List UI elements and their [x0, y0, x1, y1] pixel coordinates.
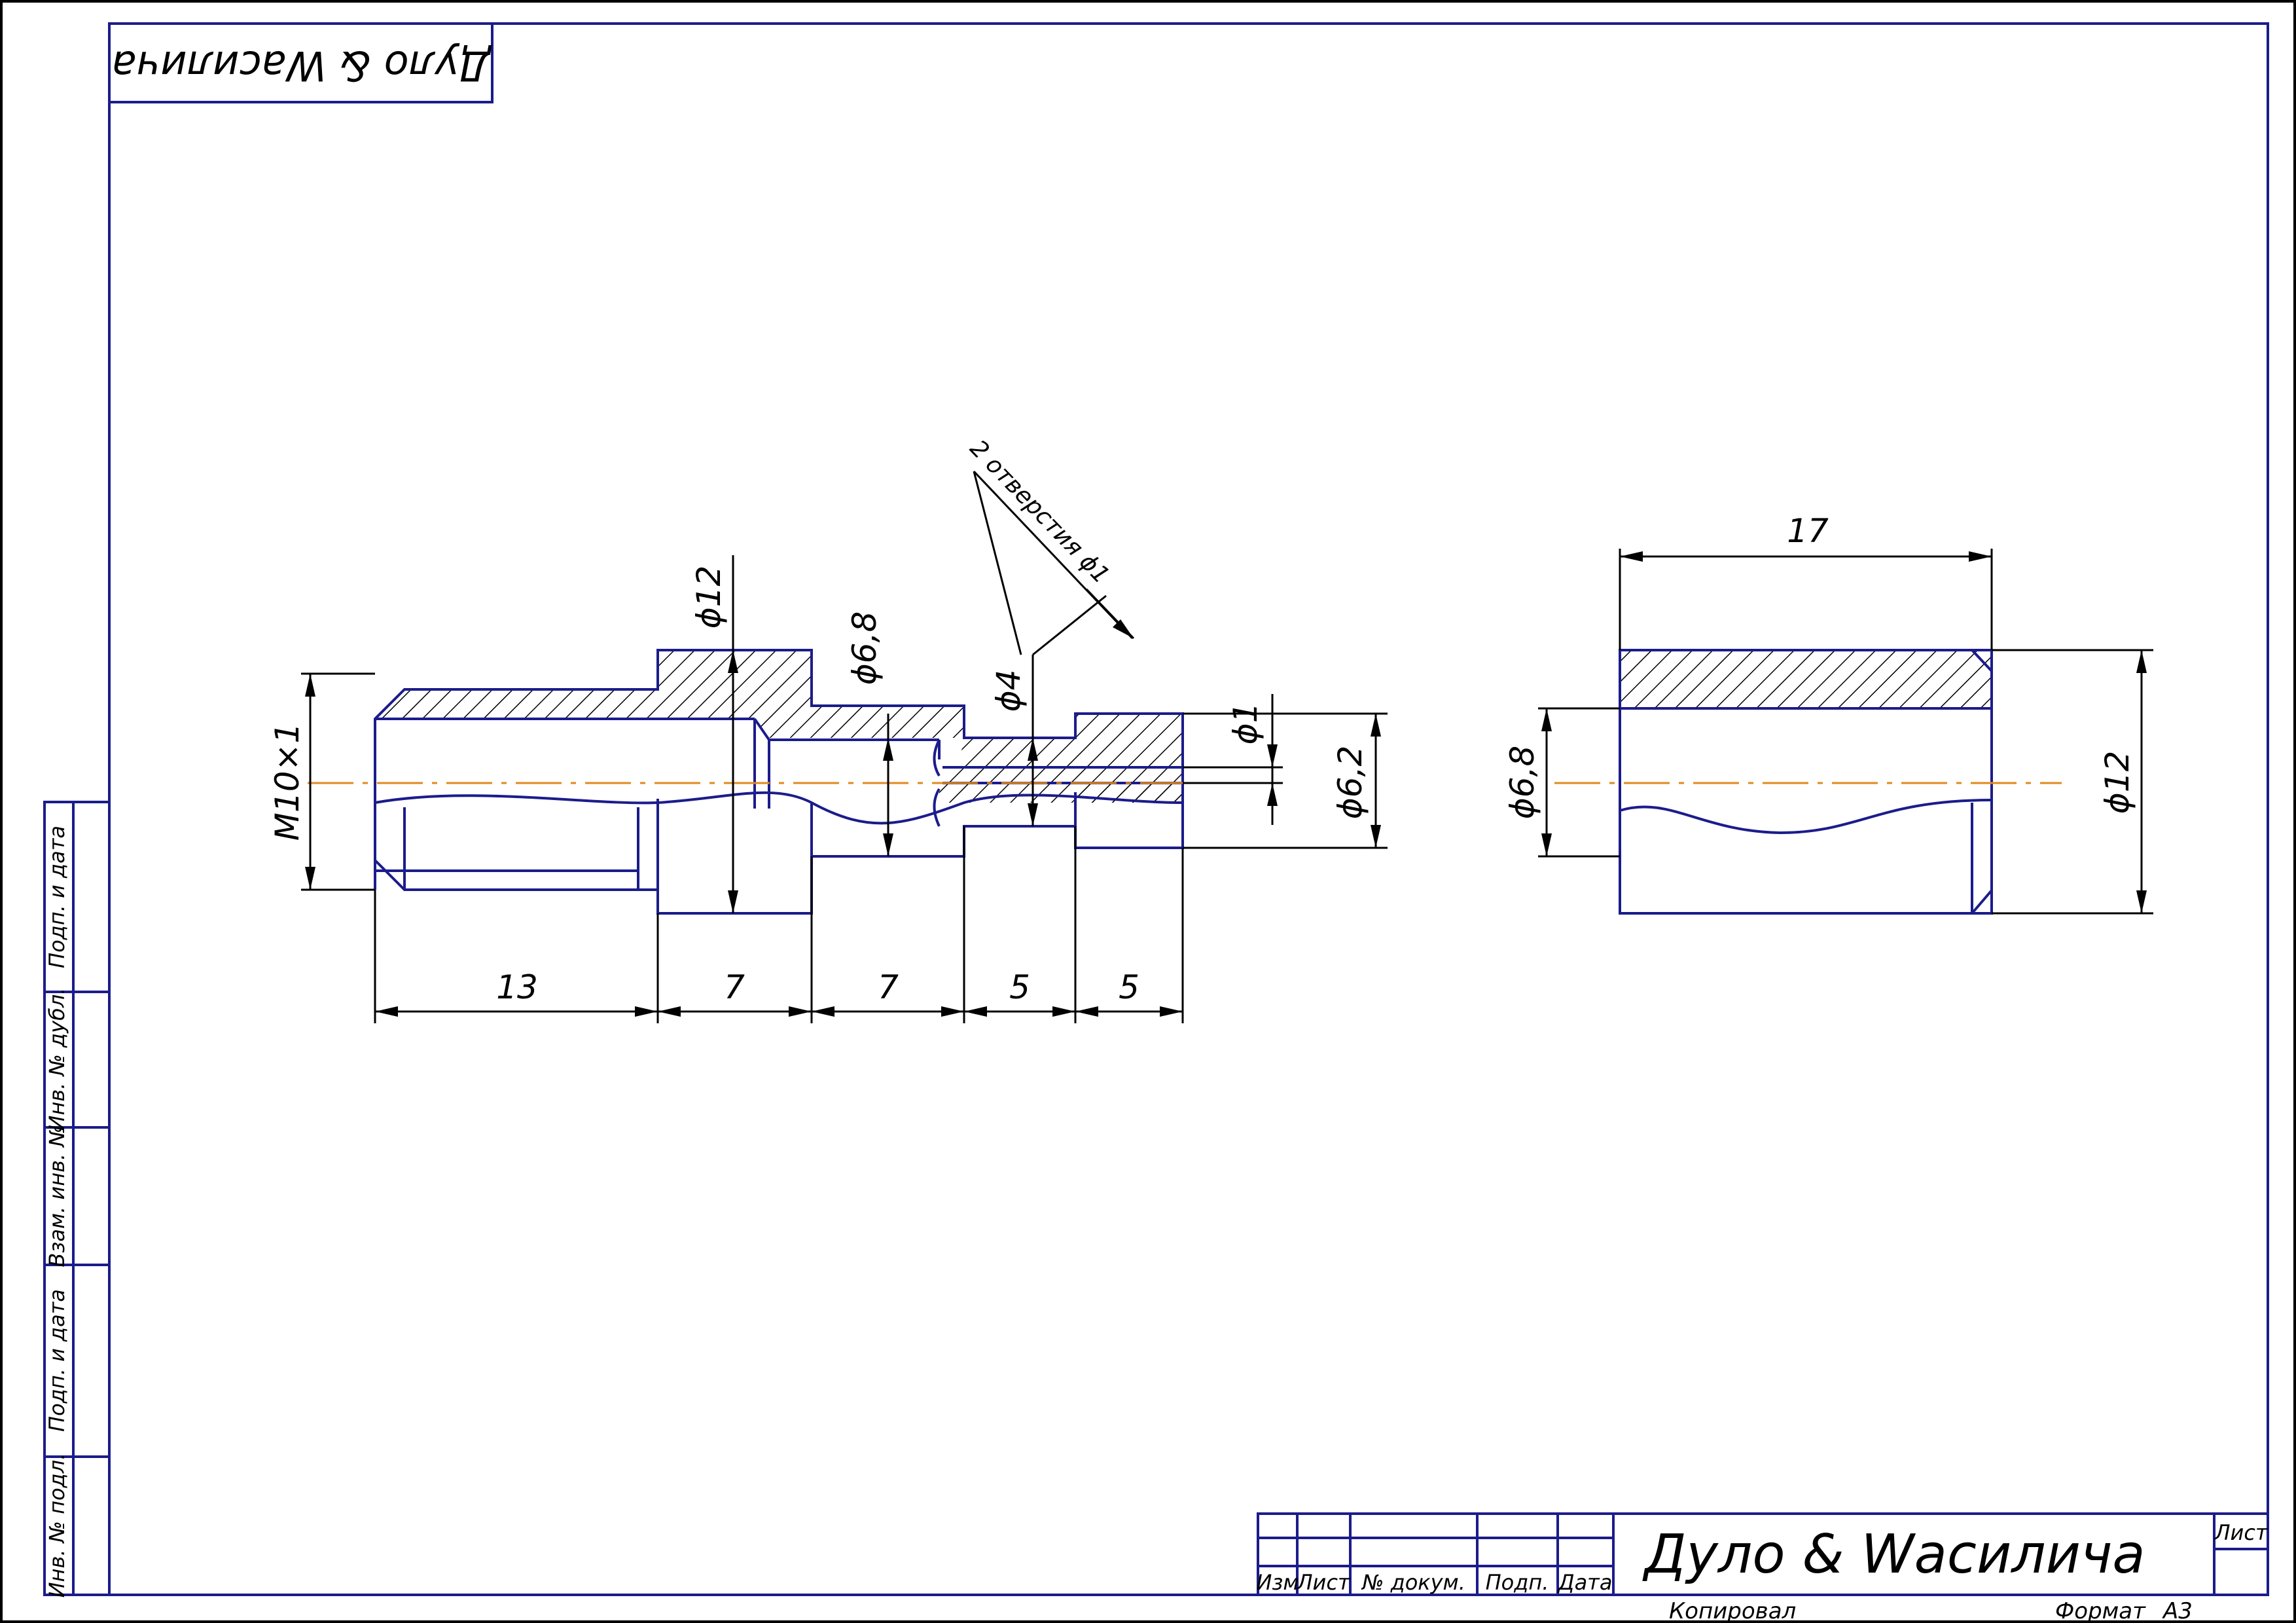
col-list: Лист — [1296, 1570, 1350, 1595]
side-label-4: Подп. и дата — [45, 1289, 69, 1432]
copied-label: Копировал — [1669, 1598, 1796, 1623]
top-stamp-text: Дуло & Wасилича — [112, 42, 493, 90]
drawing-frame — [108, 22, 2269, 1596]
dim-dia-6-2: ϕ6,2 — [1331, 746, 1369, 820]
dim-dia-4: ϕ4 — [990, 670, 1028, 712]
dim-thread: М10×1 — [268, 723, 306, 841]
format-label: Формат — [2055, 1598, 2146, 1623]
dim-dia-12-right: ϕ12 — [2098, 751, 2136, 814]
dim-holes-note: 2 отверстия ϕ1 — [965, 435, 1115, 589]
dim-len-1: 13 — [496, 968, 538, 1006]
dim-len-4: 5 — [1009, 968, 1030, 1006]
side-strip-labels: Подп. и дата Инв. № дубл. Взам. инв. № П… — [45, 826, 69, 1597]
dim-dia-12-left: ϕ12 — [690, 566, 728, 629]
side-label-3: Взам. инв. № — [45, 1125, 69, 1267]
right-part-hatch — [1620, 650, 1992, 708]
title-block — [1257, 1512, 2269, 1596]
side-strip — [43, 801, 111, 1596]
format-value: А3 — [2162, 1598, 2193, 1623]
title-block-texts: Изм Лист № докум. Подп. Дата Дуло & Wаси… — [1256, 1520, 2268, 1623]
right-part: 17 ϕ6,8 ϕ12 — [1503, 512, 2153, 915]
side-label-5: Инв. № подл. — [45, 1453, 69, 1598]
side-label-2: Инв. № дубл. — [45, 988, 69, 1131]
left-part-hatch — [375, 650, 1183, 803]
top-stamp: Дуло & Wасилича — [108, 22, 493, 103]
dim-len-5: 5 — [1119, 968, 1139, 1006]
sheet-label: Лист — [2214, 1520, 2268, 1545]
dim-length-17: 17 — [1787, 512, 1829, 550]
drawing-title: Дуло & Wасилича — [1642, 1523, 2145, 1586]
dim-dia-1: ϕ1 — [1227, 702, 1265, 745]
side-label-1: Подп. и дата — [45, 826, 69, 968]
dim-dia-6-8-right: ϕ6,8 — [1503, 746, 1541, 820]
dim-dia-6-8-left: ϕ6,8 — [846, 611, 884, 685]
dim-len-2: 7 — [724, 968, 745, 1006]
left-part: М10×1 ϕ12 ϕ6,8 ϕ4 ϕ1 ϕ6,2 2 отверстия ϕ1… — [268, 435, 1388, 1023]
col-izm: Изм — [1256, 1570, 1299, 1595]
col-doc: № докум. — [1361, 1570, 1465, 1595]
dim-len-3: 7 — [878, 968, 899, 1006]
col-date: Дата — [1557, 1570, 1613, 1595]
col-sign: Подп. — [1486, 1570, 1549, 1595]
